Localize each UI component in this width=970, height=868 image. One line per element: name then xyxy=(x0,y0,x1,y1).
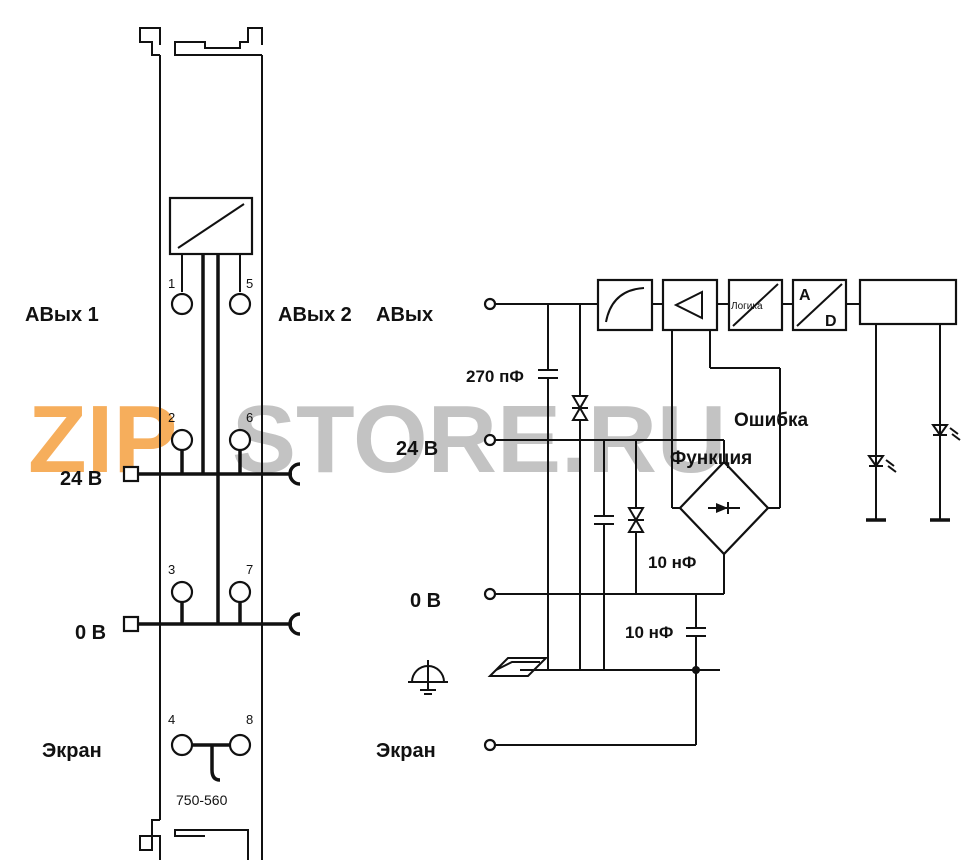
rail-24v-contact xyxy=(122,465,140,483)
rail-0v-jumper xyxy=(288,612,301,636)
terminal-label-8: 8 xyxy=(246,712,253,727)
amplifier-symbol xyxy=(673,290,703,320)
ground-icon xyxy=(408,660,448,695)
label-left-0v: 0 В xyxy=(75,622,106,644)
din-rail-icon xyxy=(487,657,549,677)
watermark-zip: ZIP xyxy=(28,386,177,493)
label-aout: AВых xyxy=(376,304,433,326)
label-right-0v: 0 В xyxy=(410,590,441,612)
label-cap-10nf-b: 10 нФ xyxy=(625,623,673,642)
terminal-2 xyxy=(170,428,194,452)
module-outline xyxy=(139,27,263,860)
label-function: Функция xyxy=(670,448,752,469)
terminal-label-3: 3 xyxy=(168,562,175,577)
input-0v xyxy=(483,587,497,601)
logic-label: Логика xyxy=(731,301,763,312)
label-aout1: AВых 1 xyxy=(25,304,99,326)
junction-dot xyxy=(692,666,700,674)
terminal-7 xyxy=(228,580,252,604)
schematic: AВых 24 В 0 В Экран Логика A D xyxy=(376,278,961,762)
terminal-label-5: 5 xyxy=(246,276,253,291)
amplifier-block xyxy=(661,278,719,332)
terminal-8 xyxy=(228,733,252,757)
input-aout xyxy=(483,297,497,311)
terminal-label-4: 4 xyxy=(168,712,175,727)
terminal-label-2: 2 xyxy=(168,410,175,425)
converter-slash xyxy=(177,203,245,249)
terminal-4 xyxy=(170,733,194,757)
filter-curve xyxy=(605,287,645,323)
label-right-shield: Экран xyxy=(376,740,436,762)
label-right-24v: 24 В xyxy=(396,438,438,460)
ad-label-a: A xyxy=(799,287,811,304)
label-left-24v: 24 В xyxy=(60,468,102,490)
label-cap-270pf: 270 пФ xyxy=(466,367,524,386)
label-error: Ошибка xyxy=(734,410,809,431)
terminal-label-6: 6 xyxy=(246,410,253,425)
part-number: 750-560 xyxy=(176,792,228,808)
label-left-shield: Экран xyxy=(42,740,102,762)
label-aout2: AВых 2 xyxy=(278,304,352,326)
terminal-1 xyxy=(170,292,194,316)
input-24v xyxy=(483,433,497,447)
terminal-5 xyxy=(228,292,252,316)
rail-24v-jumper xyxy=(288,462,301,486)
terminal-3 xyxy=(170,580,194,604)
led-function-icon xyxy=(931,424,949,437)
led-error-icon xyxy=(867,455,885,468)
module-750-560: 1 5 2 6 3 7 4 8 750-560 xyxy=(122,27,301,860)
terminal-label-7: 7 xyxy=(246,562,253,577)
bus-block xyxy=(858,278,958,326)
terminal-label-1: 1 xyxy=(168,276,175,291)
ad-label-d: D xyxy=(825,313,837,330)
terminal-6 xyxy=(228,428,252,452)
label-cap-10nf-a: 10 нФ xyxy=(648,553,696,572)
rail-0v-contact xyxy=(122,615,140,633)
input-shield xyxy=(483,738,497,752)
